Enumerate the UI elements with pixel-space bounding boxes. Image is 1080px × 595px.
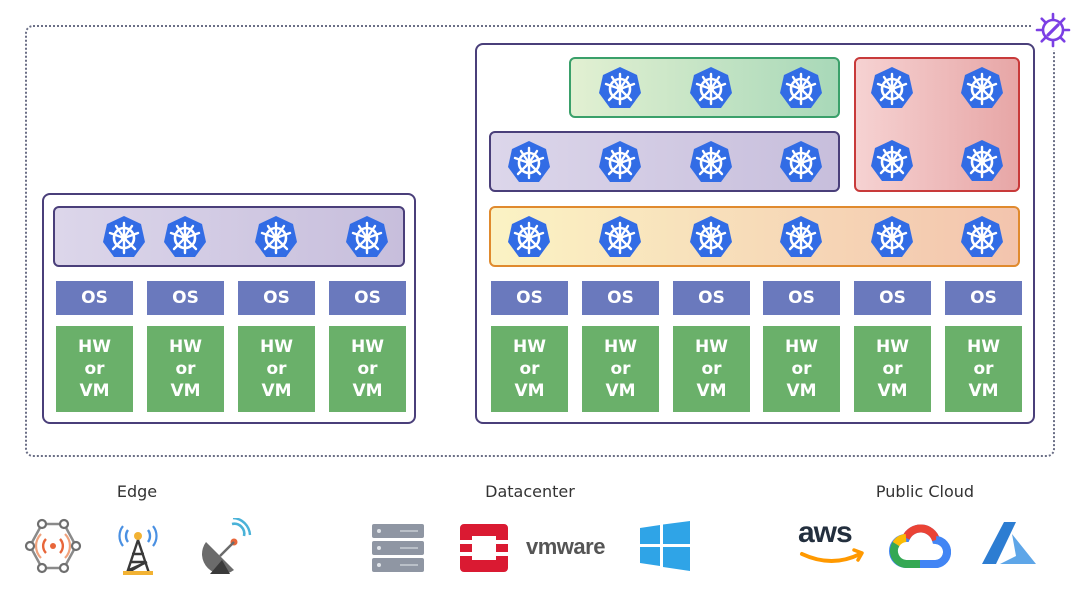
kubernetes-icon [162,214,208,260]
kubernetes-icon [597,139,643,185]
management-boundary [25,25,1055,457]
kubernetes-icon [344,214,390,260]
kubernetes-icon [101,214,147,260]
os-block: OS [673,281,750,315]
os-block: OS [763,281,840,315]
kubernetes-icon [778,65,824,111]
gear-wrench-icon [1033,10,1073,50]
openstack-logo-icon [458,522,510,574]
node-pool-orange [489,206,1020,267]
kubernetes-icon [253,214,299,260]
azure-logo-icon [982,520,1038,568]
kubernetes-icon [688,65,734,111]
edge-label: Edge [116,482,158,501]
public-cloud-label: Public Cloud [875,482,975,501]
kubernetes-icon [959,65,1005,111]
os-block: OS [582,281,659,315]
google-cloud-logo-icon [888,520,952,570]
kubernetes-icon [869,65,915,111]
kubernetes-icon [959,138,1005,184]
kubernetes-icon [869,138,915,184]
os-block: OS [945,281,1022,315]
kubernetes-icon [959,214,1005,260]
satellite-dish-icon [200,516,256,576]
os-block: OS [238,281,315,315]
vmware-logo-icon: vmware [526,534,605,559]
kubernetes-icon [506,214,552,260]
server-rack-icon [372,522,424,574]
radio-tower-icon [115,518,161,576]
windows-logo-icon [640,521,690,571]
kubernetes-icon [597,65,643,111]
os-block: OS [147,281,224,315]
os-block: OS [56,281,133,315]
edge-network-icon [22,518,84,576]
datacenter-label: Datacenter [485,482,575,501]
os-block: OS [491,281,568,315]
kubernetes-icon [688,214,734,260]
kubernetes-icon [778,139,824,185]
kubernetes-icon [506,139,552,185]
kubernetes-icon [688,139,734,185]
kubernetes-icon [597,214,643,260]
os-block: OS [854,281,931,315]
aws-logo-icon: aws [796,516,870,570]
kubernetes-icon [869,214,915,260]
os-block: OS [329,281,406,315]
edge-k8s-nodes [53,206,405,267]
kubernetes-icon [778,214,824,260]
